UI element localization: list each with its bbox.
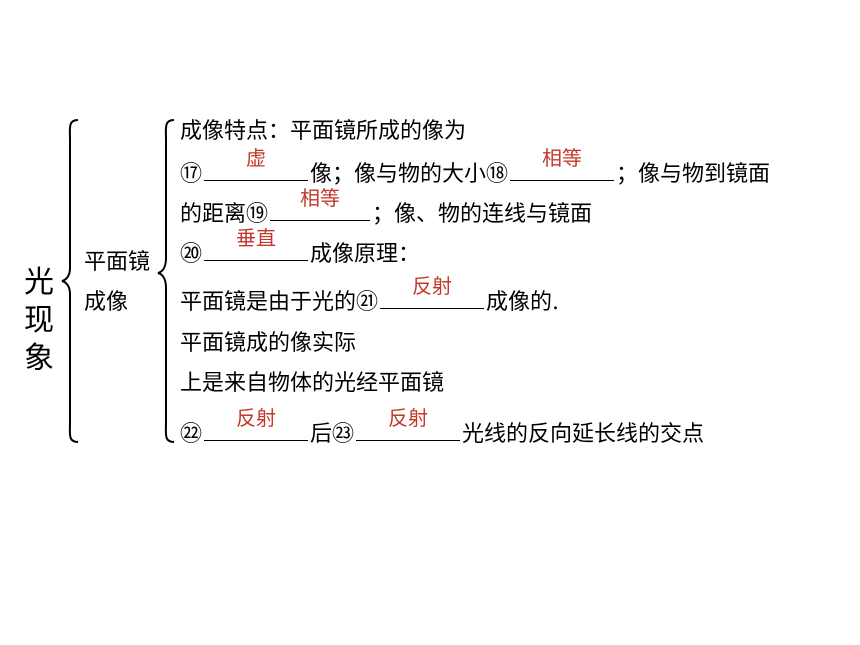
marker-17: ⑰: [180, 162, 203, 187]
line-4: ⑳ 垂直成像原理：: [180, 226, 421, 269]
line-2: ⑰ 虚像；像与物的大小⑱ 相等 ；像与物到镜面: [180, 146, 771, 189]
line-1-text: 成像特点：平面镜所成的像为: [180, 119, 467, 144]
line-3-text-a: 的距离⑲: [180, 202, 269, 227]
line-2-text-b: 像；像与物的大小⑱: [310, 162, 509, 187]
line-8-text-b: 后: [310, 422, 333, 447]
blank-17: 虚: [204, 146, 309, 181]
blank-22: 反射: [204, 406, 309, 441]
line-5-text-b: 成像的.: [486, 290, 560, 315]
outer-brace-icon: [61, 119, 79, 443]
title-char-3: 象: [24, 341, 54, 376]
line-5-text-a: 平面镜是由于光的: [180, 290, 357, 315]
sub-label-line2: 成像: [84, 290, 129, 315]
answer-23: 反射: [388, 406, 429, 430]
answer-19: 相等: [300, 186, 341, 210]
line-2-text-c: ；像与物到镜面: [616, 162, 771, 187]
title-char-1: 光: [24, 265, 54, 300]
inner-brace-icon: [157, 119, 175, 443]
marker-20: ⑳: [180, 242, 203, 267]
blank-18: 相等: [510, 146, 615, 181]
answer-22: 反射: [236, 406, 277, 430]
blank-19: 相等: [270, 186, 371, 221]
line-8-text-c: 光线的反向延长线的交点: [462, 422, 705, 447]
line-3: 的距离⑲ 相等 ；像、物的连线与镜面: [180, 186, 593, 229]
blank-20: 垂直: [204, 226, 309, 261]
answer-18: 相等: [542, 146, 583, 170]
line-6: 平面镜成的像实际: [180, 330, 356, 358]
line-1: 成像特点：平面镜所成的像为: [180, 118, 466, 146]
marker-23: ㉓: [332, 422, 355, 447]
line-8: ㉒ 反射后㉓ 反射光线的反向延长线的交点: [180, 406, 705, 449]
line-7-text: 上是来自物体的光经平面镜: [180, 371, 445, 396]
blank-21: 反射: [380, 274, 485, 309]
answer-21: 反射: [412, 274, 453, 298]
answer-17: 虚: [246, 146, 267, 170]
line-6-text: 平面镜成的像实际: [180, 331, 357, 356]
marker-21: ㉑: [356, 290, 379, 315]
line-4-text-b: 成像原理：: [310, 242, 421, 267]
marker-22: ㉒: [180, 422, 203, 447]
line-3-text-b: ；像、物的连线与镜面: [372, 202, 593, 227]
line-5: 平面镜是由于光的㉑ 反射成像的.: [180, 274, 560, 317]
line-7: 上是来自物体的光经平面镜: [180, 370, 444, 398]
blank-23: 反射: [356, 406, 461, 441]
answer-20: 垂直: [236, 226, 277, 250]
title-char-2: 现: [24, 303, 54, 338]
sub-label-line1: 平面镜: [84, 250, 151, 275]
